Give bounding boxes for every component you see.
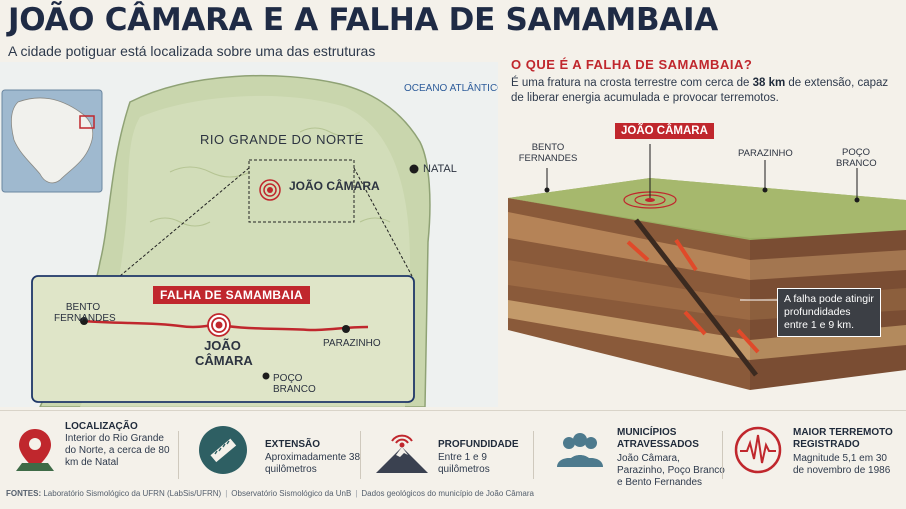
mountain-signal-icon: [376, 434, 428, 473]
ocean-label: OCEANO ATLÂNTICO: [404, 83, 498, 94]
fact-extension: EXTENSÃO Aproximadamente 38 quilômetros: [198, 419, 368, 489]
fact-body: Magnitude 5,1 em 30 de novembro de 1986: [793, 453, 891, 476]
regional-map: RIO GRANDE DO NORTE OCEANO ATLÂNTICO NAT…: [0, 62, 498, 407]
fact-body: Interior do Rio Grande do Norte, a cerca…: [65, 433, 170, 468]
fact-title: MAIOR TERREMOTO REGISTRADO: [793, 427, 893, 450]
divider: [178, 431, 179, 479]
fact-title: EXTENSÃO: [265, 439, 321, 450]
explainer-title: O QUE É A FALHA DE SAMAMBAIA?: [511, 57, 753, 72]
explainer-text: É uma fratura na crosta terrestre com ce…: [511, 77, 889, 104]
map-graphic: [0, 62, 498, 407]
block-bento-fernandes-label: BENTO FERNANDES: [518, 142, 578, 164]
block-poco-branco-label: POÇO BRANCO: [836, 147, 877, 169]
facts-strip: LOCALIZAÇÃO Interior do Rio Grande do No…: [0, 410, 906, 509]
fault-tag: FALHA DE SAMAMBAIA: [153, 286, 310, 304]
natal-marker: [409, 164, 419, 174]
fact-biggest-quake: MAIOR TERREMOTO REGISTRADO Magnitude 5,1…: [733, 419, 903, 489]
joao-camara-inset-label: JOÃO CÂMARA: [195, 338, 253, 368]
joao-camara-block-tag: JOÃO CÂMARA: [615, 123, 714, 139]
bento-fernandes-label: BENTO FERNANDES: [54, 302, 116, 324]
natal-label: NATAL: [423, 163, 457, 175]
fact-title: PROFUNDIDADE: [438, 439, 519, 450]
divider: [533, 431, 534, 479]
fact-location: LOCALIZAÇÃO Interior do Rio Grande do No…: [10, 419, 175, 489]
seismograph-icon: [734, 426, 782, 474]
location-pin-icon: [16, 429, 54, 471]
poco-branco-label: POÇO BRANCO: [273, 373, 316, 395]
state-label: RIO GRANDE DO NORTE: [200, 132, 364, 147]
fact-body: Entre 1 e 9 quilômetros: [438, 452, 490, 475]
divider: [360, 431, 361, 479]
divider: [722, 431, 723, 479]
sources-line: FONTES: Laboratório Sismológico da UFRN …: [6, 489, 534, 498]
fact-title: LOCALIZAÇÃO: [65, 421, 138, 432]
fact-depth: PROFUNDIDADE Entre 1 e 9 quilômetros: [372, 419, 542, 489]
fact-body: João Câmara, Parazinho, Poço Branco e Be…: [617, 453, 725, 488]
people-icon: [557, 433, 603, 467]
joao-camara-label: JOÃO CÂMARA: [289, 179, 380, 193]
block-parazinho-label: PARAZINHO: [738, 148, 793, 159]
inset-frame: [31, 275, 415, 403]
fact-municipalities: MUNICÍPIOS ATRAVESSADOS João Câmara, Par…: [555, 419, 725, 489]
fault-block-diagram: JOÃO CÂMARA BENTO FERNANDES PARAZINHO PO…: [500, 120, 906, 410]
fact-body: Aproximadamente 38 quilômetros: [265, 452, 361, 475]
fact-title: MUNICÍPIOS ATRAVESSADOS: [617, 427, 699, 450]
ruler-icon: [199, 426, 247, 474]
page-title: JOÃO CÂMARA E A FALHA DE SAMAMBAIA: [8, 2, 718, 38]
parazinho-label: PARAZINHO: [323, 338, 381, 349]
depth-note-box: A falha pode atingir profundidades entre…: [777, 288, 881, 337]
